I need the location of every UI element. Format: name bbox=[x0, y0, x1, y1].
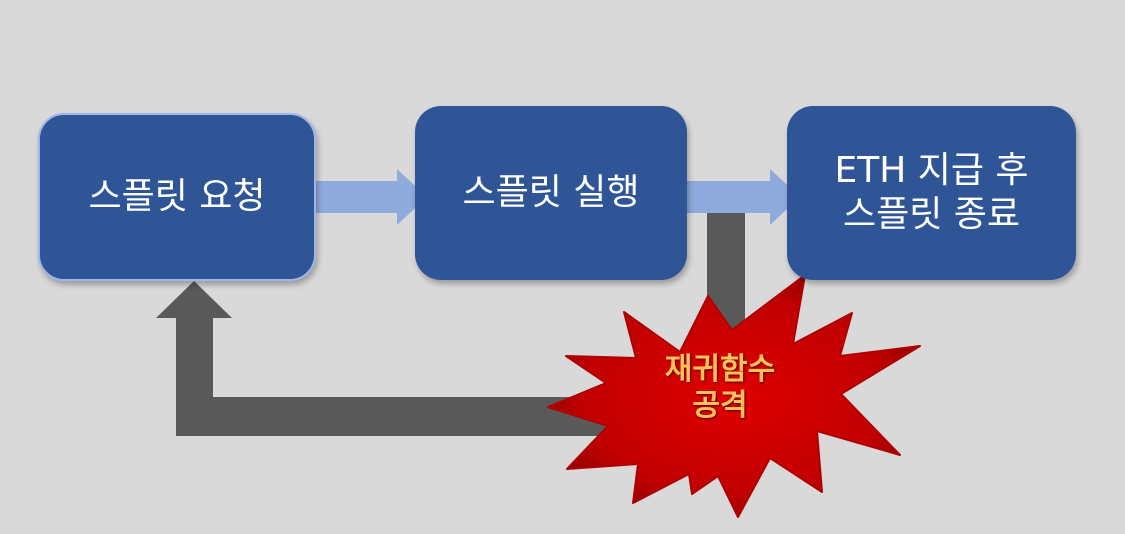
step-box-split-execute: 스플릿 실행 bbox=[415, 106, 687, 280]
step-label: 스플릿 요청 bbox=[88, 176, 266, 218]
step-box-eth-payout-end: ETH 지급 후 스플릿 종료 bbox=[787, 106, 1076, 280]
step-label: ETH 지급 후 스플릿 종료 bbox=[834, 150, 1029, 235]
forward-arrow-1 bbox=[314, 169, 427, 225]
forward-arrow-2 bbox=[686, 169, 800, 225]
attack-label: 재귀함수 공격 bbox=[664, 352, 776, 423]
explosion-burst bbox=[547, 274, 921, 518]
step-box-split-request: 스플릿 요청 bbox=[38, 113, 316, 281]
step-label: 스플릿 실행 bbox=[462, 172, 640, 214]
